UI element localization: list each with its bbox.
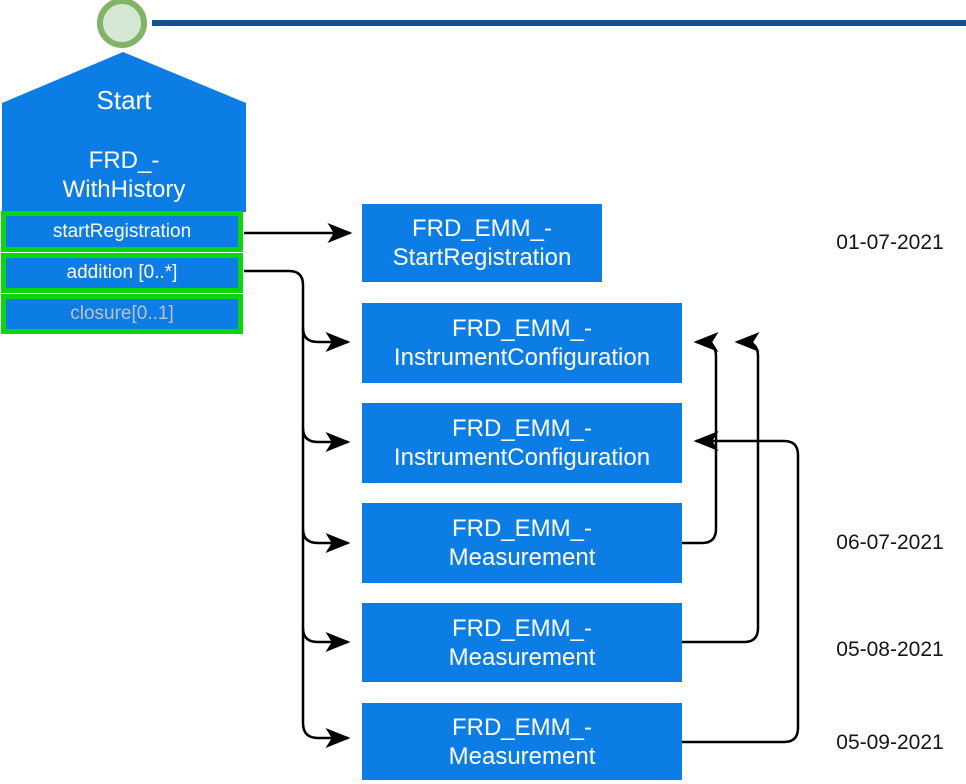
event-box-startregistration: FRD_EMM_- StartRegistration bbox=[362, 204, 602, 282]
event-box-measurement-2: FRD_EMM_- Measurement bbox=[362, 603, 682, 682]
event-box-line1: FRD_EMM_- bbox=[451, 614, 592, 642]
property-row-label: closure[0..1] bbox=[70, 303, 174, 324]
property-row-startregistration: startRegistration bbox=[1, 211, 243, 252]
arrow-addition-branch-2 bbox=[301, 427, 351, 452]
event-box-line2: Measurement bbox=[448, 742, 596, 770]
start-node-title-line1: FRD_- bbox=[88, 147, 160, 174]
start-node-title: FRD_- WithHistory bbox=[2, 146, 246, 204]
event-box-line2: InstrumentConfiguration bbox=[393, 344, 651, 371]
event-box-line2: Measurement bbox=[448, 643, 596, 671]
event-box-line1: FRD_EMM_- bbox=[451, 713, 592, 741]
date-label-1: 01-07-2021 bbox=[836, 231, 944, 254]
arrow-addition-branch-3 bbox=[301, 528, 351, 553]
timeline-start-circle-icon bbox=[97, 0, 147, 48]
event-box-measurement-3: FRD_EMM_- Measurement bbox=[362, 703, 682, 780]
event-box-instrumentconfiguration-1: FRD_EMM_- InstrumentConfiguration bbox=[362, 303, 682, 383]
event-box-line2: Measurement bbox=[448, 544, 596, 571]
event-box-line1: FRD_EMM_- bbox=[451, 415, 592, 442]
date-label-4: 05-09-2021 bbox=[836, 731, 944, 754]
property-row-label: addition [0..*] bbox=[66, 262, 178, 283]
start-node-title-line2: WithHistory bbox=[62, 176, 186, 203]
arrow-measurement3-to-config2 bbox=[682, 431, 800, 744]
event-box-measurement-1: FRD_EMM_- Measurement bbox=[362, 503, 682, 583]
event-box-line1: FRD_EMM_- bbox=[451, 315, 592, 342]
start-pentagon-shape bbox=[2, 52, 246, 212]
event-box-line1: FRD_EMM_- bbox=[411, 215, 552, 242]
connector-arrows bbox=[244, 223, 800, 748]
arrow-addition-trunk bbox=[244, 269, 351, 748]
event-box-line1: FRD_EMM_- bbox=[451, 515, 592, 542]
date-label-2: 06-07-2021 bbox=[836, 531, 944, 554]
property-row-label: startRegistration bbox=[52, 220, 192, 242]
arrow-addition-branch-1 bbox=[301, 327, 351, 352]
event-box-line2: InstrumentConfiguration bbox=[393, 444, 651, 471]
property-row-closure: closure[0..1] bbox=[1, 294, 243, 334]
property-row-addition: addition [0..*] bbox=[1, 253, 243, 293]
arrow-measurement1-to-config1 bbox=[682, 332, 719, 545]
event-box-line2: StartRegistration bbox=[392, 244, 572, 271]
arrow-measurement2-to-config1 bbox=[682, 332, 760, 644]
arrow-addition-branch-4 bbox=[301, 627, 351, 652]
start-port-label: Start bbox=[96, 85, 152, 115]
event-box-instrumentconfiguration-2: FRD_EMM_- InstrumentConfiguration bbox=[362, 403, 682, 483]
date-label-3: 05-08-2021 bbox=[836, 638, 944, 661]
